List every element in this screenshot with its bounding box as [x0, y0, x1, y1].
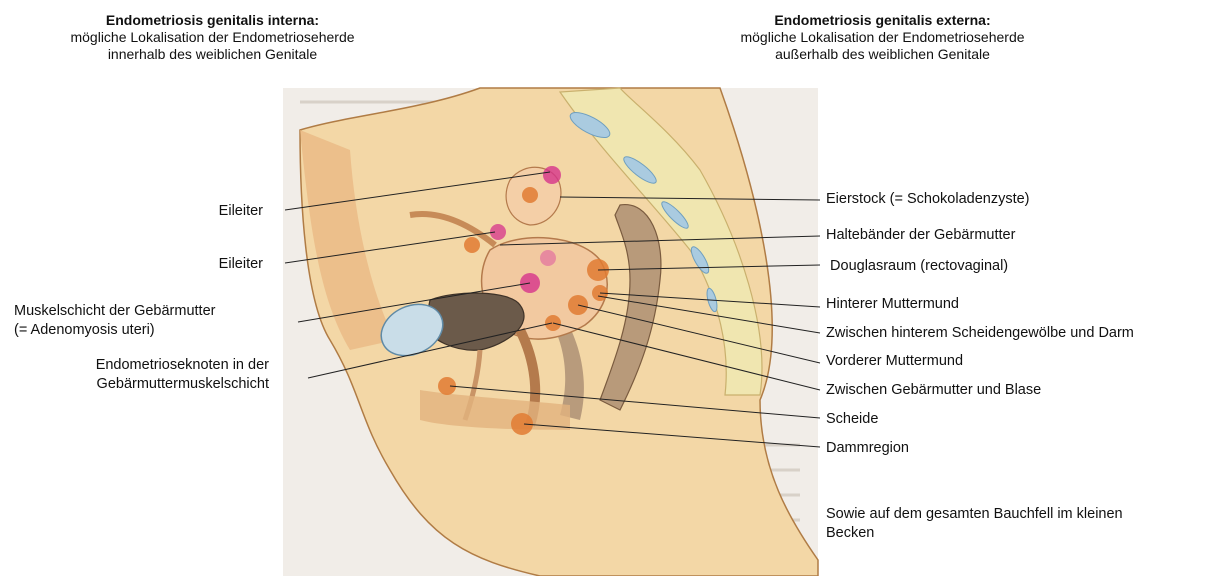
label-hinteres-scheidengewoelbe: Zwischen hinterem Scheidengewölbe und Da… — [826, 324, 1134, 343]
label-scheide: Scheide — [826, 410, 878, 429]
header-externa-line1: mögliche Lokalisation der Endometriosehe… — [660, 29, 1105, 46]
label-eierstock: Eierstock (= Schokoladenzyste) — [826, 190, 1030, 209]
header-interna: Endometriosis genitalis interna: möglich… — [20, 12, 405, 63]
label-dammregion: Dammregion — [826, 439, 909, 458]
header-interna-title: Endometriosis genitalis interna: — [20, 12, 405, 29]
header-externa-title: Endometriosis genitalis externa: — [660, 12, 1105, 29]
label-eileiter-1: Eileiter — [219, 202, 263, 221]
label-douglasraum: Douglasraum (rectovaginal) — [826, 257, 1008, 276]
label-gebaermutter-blase: Zwischen Gebärmutter und Blase — [826, 381, 1041, 400]
label-muskelschicht-line2: (= Adenomyosis uteri) — [14, 321, 215, 340]
label-muskelschicht-line1: Muskelschicht der Gebärmutter — [14, 302, 215, 321]
label-endometrioseknoten: Endometrioseknoten in der Gebärmuttermus… — [96, 356, 269, 394]
label-endometrioseknoten-line2: Gebärmuttermuskelschicht — [96, 375, 269, 394]
footnote-bauchfell: Sowie auf dem gesamten Bauchfell im klei… — [826, 505, 1123, 543]
header-externa: Endometriosis genitalis externa: möglich… — [660, 12, 1105, 63]
label-eileiter-2: Eileiter — [219, 255, 263, 274]
footnote-line2: Becken — [826, 524, 1123, 543]
header-interna-line2: innerhalb des weiblichen Genitale — [20, 46, 405, 63]
label-hinterer-muttermund: Hinterer Muttermund — [826, 295, 959, 314]
label-muskelschicht: Muskelschicht der Gebärmutter (= Adenomy… — [14, 302, 215, 340]
label-vorderer-muttermund: Vorderer Muttermund — [826, 352, 963, 371]
label-haltebaender: Haltebänder der Gebärmutter — [826, 226, 1015, 245]
header-interna-line1: mögliche Lokalisation der Endometriosehe… — [20, 29, 405, 46]
label-endometrioseknoten-line1: Endometrioseknoten in der — [96, 356, 269, 375]
footnote-line1: Sowie auf dem gesamten Bauchfell im klei… — [826, 505, 1123, 524]
header-externa-line2: außerhalb des weiblichen Genitale — [660, 46, 1105, 63]
